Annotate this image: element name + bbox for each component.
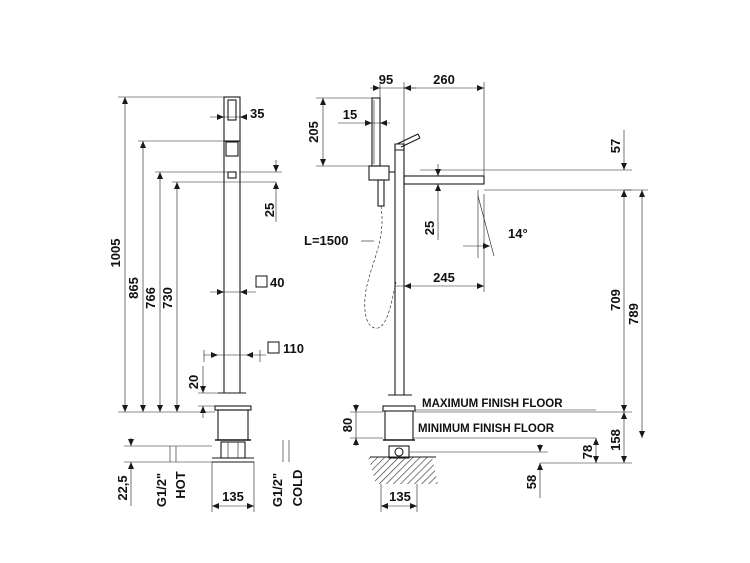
right-view: 95 260 205 15 [304,72,648,512]
dim-95-label: 95 [379,72,393,87]
dim-25-left-label: 25 [262,203,277,217]
dim-766-label: 766 [143,287,158,309]
dim-158: 158 [540,412,632,464]
dim-15-label: 15 [343,107,357,122]
dim-205: 205 [306,97,372,167]
dim-245: 245 [395,194,485,292]
dim-865: 865 [126,140,224,412]
dim-245-label: 245 [433,270,455,285]
right-view-body [364,97,485,459]
dim-135-left: 135 [211,462,255,512]
hose-length: L=1500 [304,233,374,248]
dim-80-label: 80 [340,418,355,432]
dim-135-right-label: 135 [389,489,411,504]
hot-thread-label: G1/2" [154,473,169,507]
left-view-body [212,96,254,463]
dim-260-label: 260 [433,72,455,87]
dim-40: 40 [210,275,284,295]
dim-789-label: 789 [626,303,641,325]
dim-14-degrees: 14° [463,190,528,258]
cold-inlet: G1/2" COLD [270,440,305,507]
dim-20: 20 [186,366,218,418]
left-view: 1005 865 766 730 [108,96,305,512]
dim-25-left: 25 [240,160,282,222]
hot-label: HOT [173,471,188,499]
dim-35: 35 [210,106,264,121]
dim-709: 709 [415,190,632,413]
dim-78: 78 [580,438,599,463]
dim-135-left-label: 135 [222,489,244,504]
dim-1005: 1005 [108,96,224,413]
dim-95: 95 [370,72,416,144]
dim-14-label: 14° [508,226,528,241]
dim-15: 15 [338,107,390,126]
dim-22-5-label: 22,5 [115,475,130,500]
dim-110-label: 110 [283,341,304,356]
cold-thread-label: G1/2" [270,473,285,507]
dim-158-label: 158 [608,429,623,451]
dim-58-label: 58 [524,475,539,489]
dim-57-label: 57 [608,139,623,153]
dim-135-right: 135 [380,484,418,512]
cold-label: COLD [290,470,305,507]
dim-20-label: 20 [186,375,201,389]
dim-730-label: 730 [160,287,175,309]
dim-110: 110 [203,341,304,362]
dim-25-right: 25 [422,164,441,240]
dim-35-label: 35 [250,106,264,121]
dim-865-label: 865 [126,277,141,299]
dim-58: 58 [410,444,548,498]
max-floor-label: MAXIMUM FINISH FLOOR [422,398,563,410]
dim-709-label: 709 [608,289,623,311]
hot-inlet: G1/2" HOT [154,446,188,507]
dim-260: 260 [404,72,485,176]
dim-1005-label: 1005 [108,239,123,268]
dim-789: 789 [624,189,648,438]
dim-22-5: 22,5 [115,438,212,506]
floor-section [368,456,438,484]
dim-730: 730 [160,181,276,412]
dim-57: 57 [420,130,632,197]
dim-80: 80 [340,404,383,446]
dim-766: 766 [143,171,228,412]
hose-length-label: L=1500 [304,233,348,248]
dim-205-label: 205 [306,121,321,143]
dim-40-label: 40 [270,275,284,290]
floor-labels: MAXIMUM FINISH FLOOR MINIMUM FINISH FLOO… [413,398,596,439]
dim-25-right-label: 25 [422,221,437,235]
min-floor-label: MINIMUM FINISH FLOOR [418,423,555,435]
dim-78-label: 78 [580,445,595,459]
